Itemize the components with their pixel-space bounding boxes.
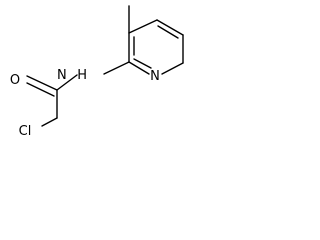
atom-label-oxygen: O: [10, 73, 20, 88]
atom-label-chlorine: Cl: [19, 124, 32, 139]
bond-carbonyl-o-2: [26, 82, 55, 97]
bond-ring-c3-c4: [128, 19, 158, 34]
bond-ring-n-c2: [128, 61, 150, 75]
bonds: [26, 5, 184, 127]
bond-ring-c6-n: [161, 62, 184, 75]
bond-ring-double-inner-2: [133, 58, 152, 69]
molecule-drawing: NH N O Cl: [10, 5, 184, 139]
bond-ring-c4-c5: [156, 19, 184, 36]
bond-c2-nh: [103, 61, 130, 75]
atom-label-nh: NH: [57, 68, 87, 83]
bond-carbonyl-o-1: [26, 75, 58, 91]
bond-ch2-cl: [41, 117, 58, 127]
atom-label-ring-n: N: [150, 69, 160, 84]
bond-ring-double-inner-1: [157, 25, 179, 39]
structure-diagram: NH N O Cl: [0, 0, 191, 150]
bond-nh-carbonyl: [56, 74, 78, 91]
